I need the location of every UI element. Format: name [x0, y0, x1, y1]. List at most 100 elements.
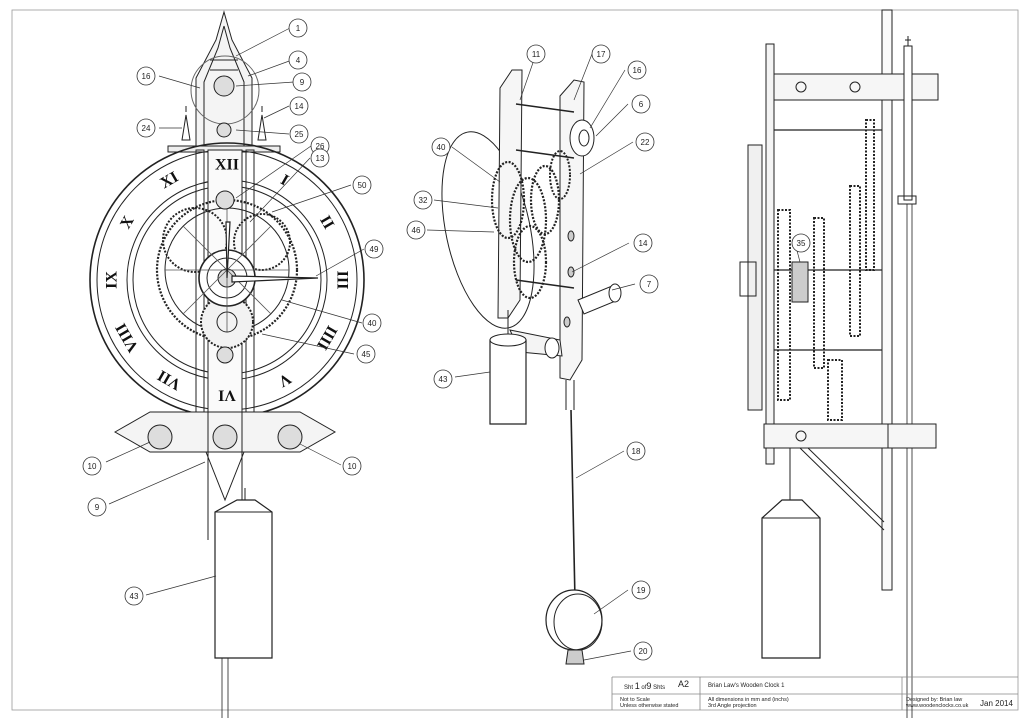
callout-front-view: 45 [356, 344, 376, 364]
callout-iso-view: 11 [526, 44, 546, 64]
iso-weight-43 [489, 339, 527, 425]
side-wall-board [881, 9, 893, 591]
callout-iso-view: 22 [635, 132, 655, 152]
callout-iso-view: 18 [626, 441, 646, 461]
peg-24 [181, 114, 191, 141]
hour-hand [225, 221, 231, 279]
finial-inner-line [203, 25, 245, 150]
side-gear-1 [777, 209, 791, 401]
side-gear-2 [813, 217, 825, 369]
callout-circle [627, 60, 647, 80]
callout-number: 16 [633, 66, 642, 75]
sheet-total: 9 [646, 681, 652, 691]
iso-gear-3 [529, 164, 561, 236]
callout-circle [364, 239, 384, 259]
drawing-title: Brian Law's Wooden Clock 1 [708, 683, 785, 689]
callout-number: 18 [632, 447, 641, 456]
callout-front-view: 40 [362, 313, 382, 333]
top-hole-16 [213, 75, 235, 97]
iso-gear-1 [490, 160, 526, 240]
roman-numeral: II [316, 213, 337, 232]
callout-circle [413, 190, 433, 210]
iso-pendulum-rod-18 [570, 409, 576, 601]
callout-circle [136, 66, 156, 86]
side-gear-5 [865, 119, 875, 271]
roman-numeral: VII [155, 366, 184, 393]
scale-note-line-1: Not to Scale [620, 697, 650, 703]
designer-name: Designed by: Brian law [906, 697, 963, 703]
callout-circle [136, 118, 156, 138]
side-post-tip [905, 36, 911, 46]
callout-number: 43 [439, 375, 448, 384]
scale-note: Not to Scale Unless otherwise stated [620, 697, 678, 709]
callout-circle [82, 456, 102, 476]
callout-number: 10 [348, 462, 357, 471]
callout-front-view: 25 [289, 124, 309, 144]
scale-note-line-2: Unless otherwise stated [620, 703, 679, 709]
side-drum-35 [791, 261, 809, 303]
callout-number: 9 [95, 503, 100, 512]
sheet-of: of [641, 685, 647, 691]
callout-circle [591, 44, 611, 64]
crossbar-hole-center [212, 424, 238, 450]
callout-iso-view: 17 [591, 44, 611, 64]
website: www.woodenclocks.co.uk [906, 703, 969, 709]
side-brace [799, 447, 885, 531]
side-front-plate [765, 43, 775, 465]
callout-number: 16 [142, 72, 151, 81]
callout-front-view: 24 [136, 118, 156, 138]
iso-arm-disc [544, 337, 560, 359]
callout-front-view: 10 [342, 456, 362, 476]
callout-iso-view: 16 [627, 60, 647, 80]
callout-number: 20 [639, 647, 648, 656]
plate-hole-26 [215, 190, 235, 210]
callout-front-view: 9 [87, 497, 107, 517]
callout-circle [626, 441, 646, 461]
callout-circle [633, 641, 653, 661]
iso-arbor-7-end [608, 283, 622, 303]
callout-circle [639, 274, 659, 294]
iso-weight-top [489, 333, 527, 347]
iso-pillars [515, 103, 575, 289]
callout-number: 6 [639, 100, 644, 109]
minute-hand [231, 275, 319, 283]
side-lower-block [887, 423, 937, 449]
callout-number: 14 [295, 102, 304, 111]
callout-number: 17 [597, 50, 606, 59]
callout-circle [356, 344, 376, 364]
iso-gear-4 [512, 224, 548, 300]
callout-circle [124, 586, 144, 606]
callout-number: 40 [437, 143, 446, 152]
callout-iso-view: 6 [631, 94, 651, 114]
callout-circle [288, 18, 308, 38]
roman-numeral: X [117, 213, 138, 232]
callout-circle [406, 220, 426, 240]
callout-front-view: 4 [288, 50, 308, 70]
callout-circle [352, 175, 372, 195]
callout-circle [431, 137, 451, 157]
callout-front-view: 10 [82, 456, 102, 476]
side-view [739, 9, 939, 718]
side-lower-hole [795, 430, 807, 442]
callout-circle [631, 94, 651, 114]
callout-front-view: 16 [136, 66, 156, 86]
callout-front-view: 50 [352, 175, 372, 195]
side-gear-4 [849, 185, 861, 337]
finial-detail [210, 59, 238, 71]
roman-numeral: IX [104, 271, 121, 289]
callout-number: 49 [370, 245, 379, 254]
callout-front-view: 9 [292, 72, 312, 92]
callout-number: 25 [295, 130, 304, 139]
iso-gear-2 [508, 176, 548, 264]
designer-block: Designed by: Brian law www.woodenclocks.… [906, 697, 968, 709]
callout-number: 7 [647, 280, 652, 289]
callout-side-view: 35 [791, 233, 811, 253]
side-hands-stack [739, 261, 757, 297]
iso-hole-1 [567, 230, 575, 242]
callout-circle [342, 456, 362, 476]
callout-number: 46 [412, 226, 421, 235]
side-weight [761, 499, 821, 659]
iso-disc-16-inner [578, 129, 590, 147]
title-block-frame [611, 676, 1018, 710]
